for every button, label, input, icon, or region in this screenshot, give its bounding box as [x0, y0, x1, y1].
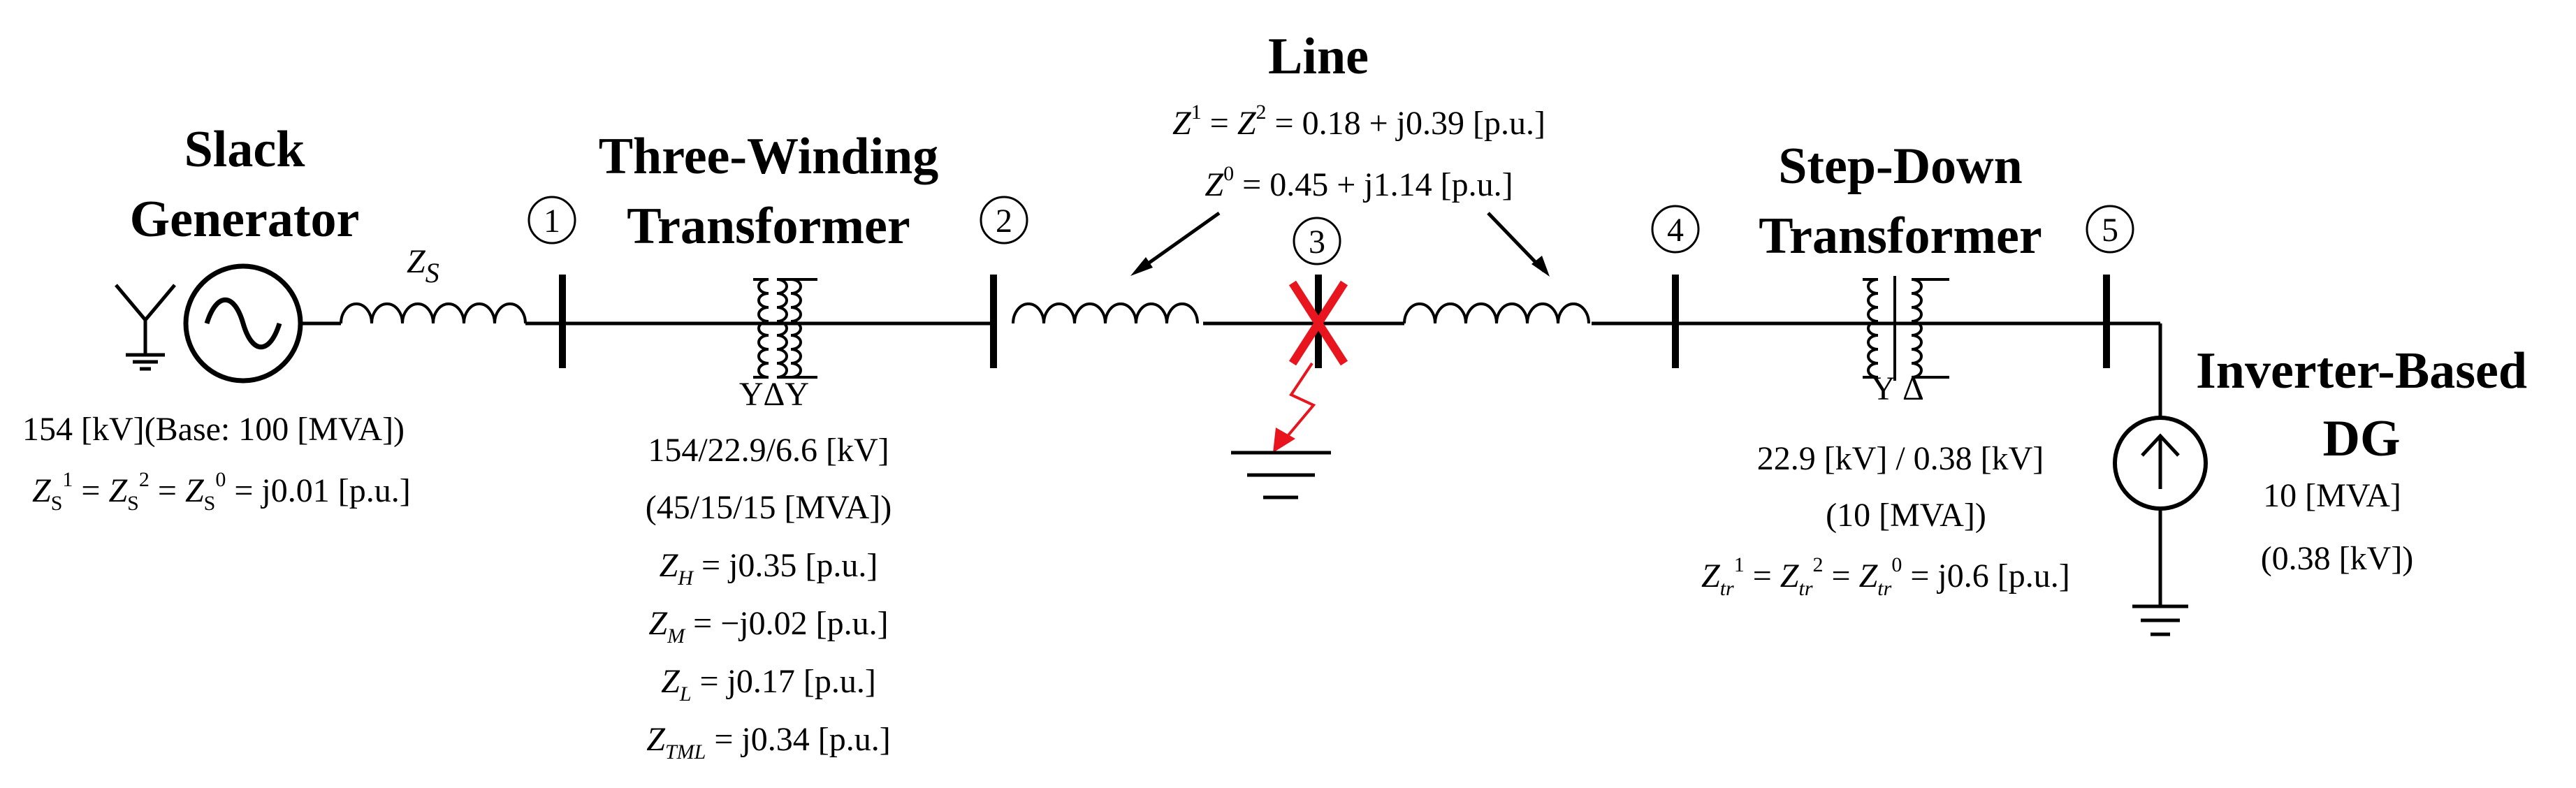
svg-text:3: 3	[1309, 224, 1325, 261]
dg-heading-line2: DG	[2323, 410, 2401, 467]
line-heading: Line	[1268, 28, 1369, 85]
line-positive-negative-impedance: Z1 = Z2 = 0.18 + j0.39 [p.u.]	[1172, 89, 1545, 142]
dg-ground-icon	[2132, 604, 2188, 636]
twt-rating-label: (45/15/15 [MVA])	[646, 489, 892, 526]
slack-impedance-label: ZS1 = ZS2 = ZS0 = j0.01 [p.u.]	[32, 457, 411, 515]
twt-ztml-label: ZTML = j0.34 [p.u.]	[646, 721, 890, 764]
twt-zm-label: ZM = −j0.02 [p.u.]	[648, 605, 888, 648]
current-source-icon	[2113, 416, 2208, 511]
bus-3-marker: 3	[1293, 217, 1341, 265]
sdt-rating-label: (10 [MVA])	[1826, 497, 1986, 534]
twt-voltage-label: 154/22.9/6.6 [kV]	[648, 432, 889, 469]
source-impedance-coil	[340, 302, 527, 324]
slack-voltage-label: 154 [kV](Base: 100 [MVA])	[22, 411, 405, 448]
fault-lightning-icon	[1273, 362, 1316, 453]
dg-heading-line1: Inverter-Based	[2196, 342, 2527, 400]
bus-1-marker: 1	[527, 196, 576, 245]
sdt-connection-symbol: Y Δ	[1871, 370, 1924, 407]
svg-text:1: 1	[544, 203, 560, 240]
bus-2-marker: 2	[980, 196, 1028, 245]
dg-voltage-label: (0.38 [kV])	[2261, 540, 2414, 577]
twt-heading-line2: Transformer	[627, 198, 910, 255]
slack-heading-line2: Generator	[130, 191, 360, 248]
zs-label: ZS	[407, 243, 439, 289]
step-down-transformer-icon	[1863, 276, 1949, 381]
bus-4-marker: 4	[1651, 205, 1700, 254]
fault-x-icon	[1288, 280, 1348, 366]
svg-text:2: 2	[996, 203, 1012, 240]
line-zero-sequence-impedance: Z0 = 0.45 + j1.14 [p.u.]	[1205, 151, 1513, 203]
ac-generator-icon	[183, 263, 303, 384]
sdt-voltage-label: 22.9 [kV] / 0.38 [kV]	[1757, 440, 2044, 477]
three-winding-transformer-icon	[753, 278, 817, 379]
svg-text:5: 5	[2102, 212, 2118, 249]
line-section-2-3-coil	[1012, 302, 1199, 324]
line-pointer-arrow-left	[1130, 211, 1221, 276]
line-section-3-4-coil	[1403, 302, 1590, 324]
twt-heading-line1: Three-Winding	[599, 128, 939, 185]
dg-rating-label: 10 [MVA]	[2263, 477, 2401, 514]
twt-connection-symbol: YΔY	[739, 376, 809, 413]
fault-ground-icon	[1231, 451, 1331, 499]
wye-grounded-symbol	[115, 284, 176, 371]
sdt-heading-line1: Step-Down	[1778, 138, 2022, 195]
twt-zh-label: ZH = j0.35 [p.u.]	[660, 547, 878, 590]
bus-5-marker: 5	[2086, 205, 2134, 254]
sdt-heading-line2: Transformer	[1759, 207, 2042, 265]
slack-heading-line1: Slack	[184, 121, 306, 178]
sdt-impedance-label: Ztr1 = Ztr2 = Ztr0 = j0.6 [p.u.]	[1701, 542, 2070, 600]
svg-text:4: 4	[1667, 212, 1684, 249]
twt-zl-label: ZL = j0.17 [p.u.]	[661, 663, 876, 706]
line-pointer-arrow-right	[1487, 212, 1550, 277]
